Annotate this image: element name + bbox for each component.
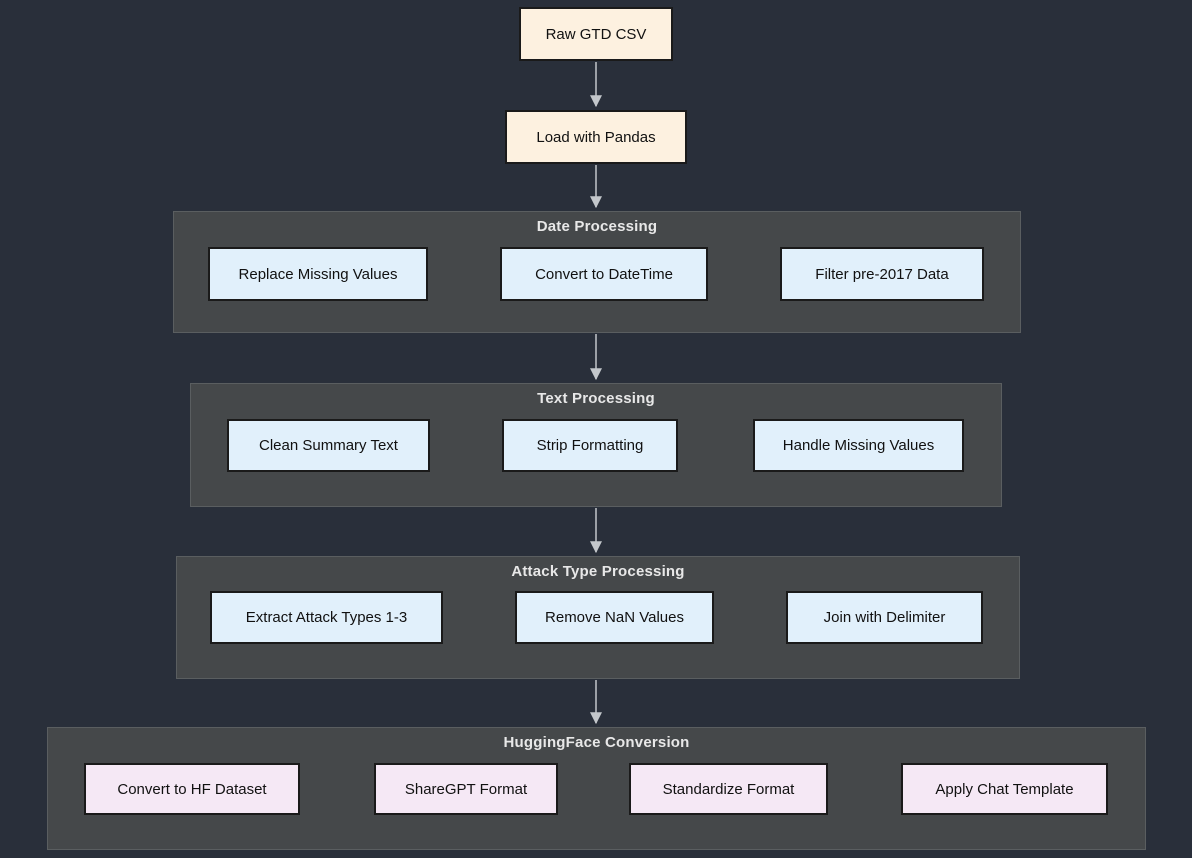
node-remove-nan-values: Remove NaN Values: [515, 591, 714, 644]
subgraph-title: Date Processing: [536, 218, 658, 235]
node-replace-missing-values: Replace Missing Values: [208, 247, 428, 301]
subgraph-title: Attack Type Processing: [511, 563, 685, 580]
node-clean-summary-text: Clean Summary Text: [227, 419, 430, 472]
node-filter-pre-2017-data: Filter pre-2017 Data: [780, 247, 984, 301]
node-label: Join with Delimiter: [823, 609, 946, 626]
node-label: Clean Summary Text: [259, 437, 398, 454]
node-convert-to-hf-dataset: Convert to HF Dataset: [84, 763, 300, 815]
node-label: Extract Attack Types 1-3: [245, 609, 408, 626]
node-label: Filter pre-2017 Data: [815, 265, 949, 283]
node-label: Standardize Format: [662, 780, 795, 798]
node-label: Remove NaN Values: [545, 609, 684, 626]
node-label: Apply Chat Template: [935, 780, 1074, 798]
node-raw-gtd-csv: Raw GTD CSV: [519, 7, 673, 61]
node-standardize-format: Standardize Format: [629, 763, 828, 815]
node-join-with-delimiter: Join with Delimiter: [786, 591, 983, 644]
node-convert-to-datetime: Convert to DateTime: [500, 247, 708, 301]
node-load-with-pandas: Load with Pandas: [505, 110, 687, 164]
node-apply-chat-template: Apply Chat Template: [901, 763, 1108, 815]
node-extract-attack-types: Extract Attack Types 1-3: [210, 591, 443, 644]
node-label: Convert to HF Dataset: [117, 780, 267, 798]
node-sharegpt-format: ShareGPT Format: [374, 763, 558, 815]
node-strip-formatting: Strip Formatting: [502, 419, 678, 472]
node-label: ShareGPT Format: [404, 780, 528, 798]
node-label: Convert to DateTime: [535, 265, 673, 283]
node-label: Strip Formatting: [536, 437, 644, 454]
node-label: Replace Missing Values: [238, 265, 398, 283]
node-label: Raw GTD CSV: [545, 25, 647, 43]
node-handle-missing-values: Handle Missing Values: [753, 419, 964, 472]
subgraph-title: Text Processing: [537, 390, 655, 407]
subgraph-title: HuggingFace Conversion: [503, 734, 690, 751]
node-label: Handle Missing Values: [782, 437, 935, 454]
node-label: Load with Pandas: [536, 128, 656, 146]
